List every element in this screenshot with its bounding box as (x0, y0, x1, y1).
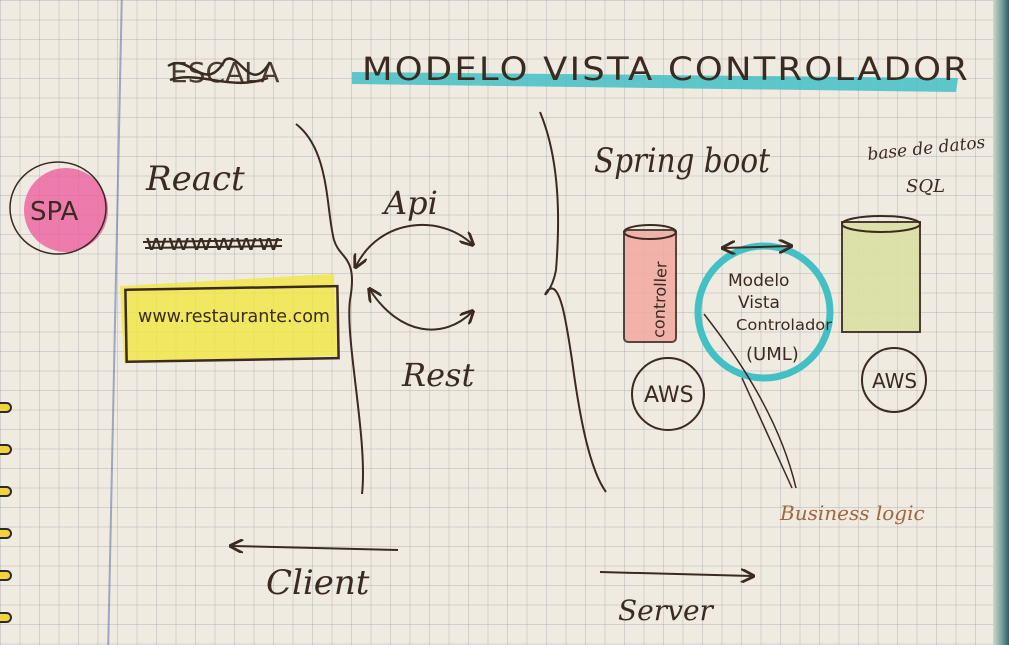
server-arrow (599, 572, 752, 576)
spa-badge: SPA (30, 197, 79, 227)
spiral-ring (0, 528, 12, 539)
db-cylinder (841, 221, 921, 333)
background-edge (993, 0, 1009, 645)
controller-label: controller (649, 261, 671, 338)
mvc-line-3: Controlador (736, 316, 833, 334)
aws-left-circle (631, 357, 705, 431)
page-title: MODELO VISTA CONTROLADOR (362, 50, 970, 88)
spa-badge-outline (9, 161, 107, 255)
react-label: React (145, 159, 245, 199)
mvc-line-1: Modelo (728, 271, 789, 291)
client-bracket (295, 123, 364, 495)
mvc-line-4: (UML) (746, 344, 799, 365)
server-section: Spring boot controller Modelo Vista Cont… (539, 111, 987, 627)
url-box (124, 284, 340, 364)
spiral-ring (0, 612, 12, 623)
api-label: Api (381, 184, 438, 222)
title-group: ESCALA MODELO VISTA CONTROLADOR (167, 50, 970, 92)
crossed-text: wwwwww (145, 231, 280, 256)
mvc-line-2: Vista (738, 293, 780, 313)
spiral-ring (0, 570, 12, 581)
spiral-ring (0, 402, 12, 413)
db-label-2: SQL (906, 176, 945, 197)
url-highlight (120, 274, 338, 362)
url-text: www.restaurante.com (138, 306, 330, 327)
db-cylinder-top (841, 215, 921, 233)
client-section: SPA React wwwwww www.restaurante.com Cli… (9, 123, 399, 603)
business-pointer (703, 313, 797, 489)
crossed-strike (142, 239, 283, 249)
rest-label: Rest (401, 356, 474, 394)
aws-right-label: AWS (872, 369, 917, 393)
spiral-ring (0, 486, 12, 497)
middle-section: Api Rest (356, 184, 474, 394)
business-note: Business logic (779, 501, 925, 525)
springboot-label: Spring boot (594, 141, 770, 181)
db-label-1: base de datos (866, 133, 986, 165)
client-label: Client (266, 563, 370, 603)
title-highlight (352, 72, 958, 92)
server-bracket (539, 111, 607, 493)
rest-arrow (370, 290, 472, 331)
client-arrow (232, 546, 399, 550)
aws-left-label: AWS (644, 383, 694, 408)
spa-badge-fill (24, 168, 108, 252)
server-label: Server (618, 594, 715, 627)
controller-cylinder-top (623, 224, 677, 240)
api-arrow (356, 224, 472, 266)
mvc-double-arrow (724, 246, 790, 248)
scribble-strike (167, 57, 272, 85)
spiral-ring (0, 444, 12, 455)
business-pointer-2 (741, 377, 793, 489)
controller-cylinder (623, 229, 677, 343)
aws-right-circle (861, 347, 927, 413)
